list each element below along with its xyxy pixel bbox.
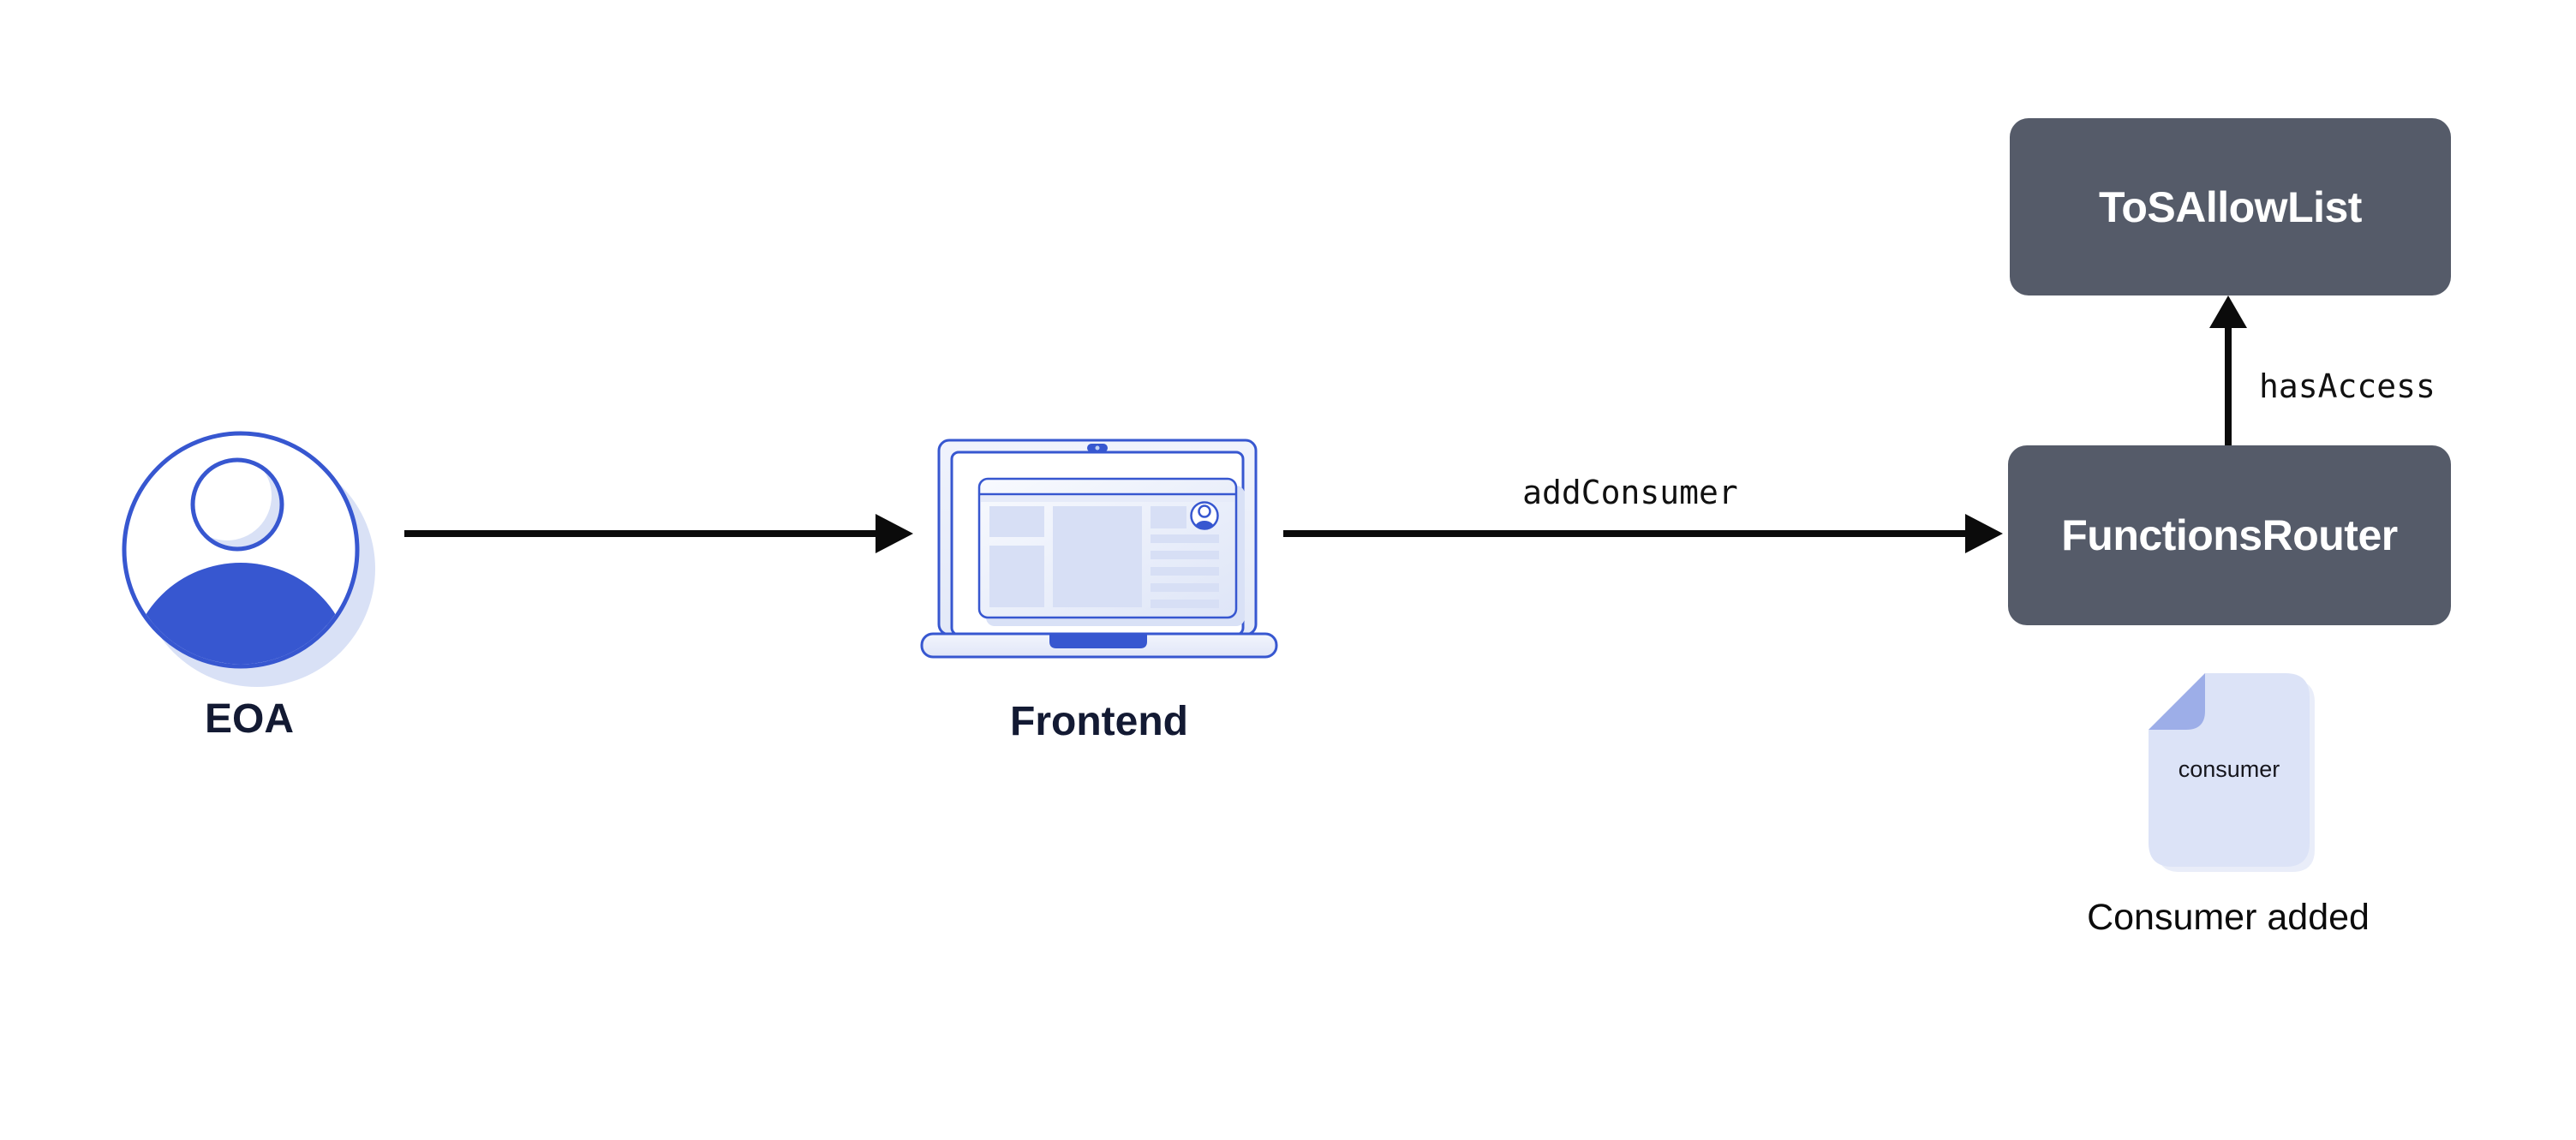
- laptop-icon: [920, 439, 1278, 659]
- consumer-added-caption: Consumer added: [2087, 897, 2370, 938]
- document-icon: consumer: [2149, 673, 2315, 872]
- tos-allow-list-box: ToSAllowList: [2010, 118, 2451, 295]
- edge-eoa-to-frontend-line: [404, 530, 877, 537]
- edge-frontend-to-router-line: [1283, 530, 1965, 537]
- edge-eoa-to-frontend-arrowhead-icon: [876, 514, 913, 553]
- edge-hasaccess-label: hasAccess: [2259, 367, 2436, 405]
- edge-addconsumer-label: addConsumer: [1522, 474, 1738, 511]
- frontend-node-label: Frontend: [1010, 699, 1188, 744]
- functions-router-box: FunctionsRouter: [2008, 445, 2451, 625]
- document-file-label: consumer: [2179, 756, 2280, 782]
- edge-frontend-to-router-arrowhead-icon: [1965, 514, 2003, 553]
- eoa-node-label: EOA: [204, 696, 294, 742]
- edge-router-to-allowlist-arrowhead-icon: [2209, 295, 2247, 328]
- user-avatar-icon: [122, 431, 375, 687]
- tos-allow-list-label: ToSAllowList: [2099, 182, 2362, 231]
- functions-router-label: FunctionsRouter: [2061, 511, 2398, 559]
- edge-router-to-allowlist-line: [2225, 325, 2232, 445]
